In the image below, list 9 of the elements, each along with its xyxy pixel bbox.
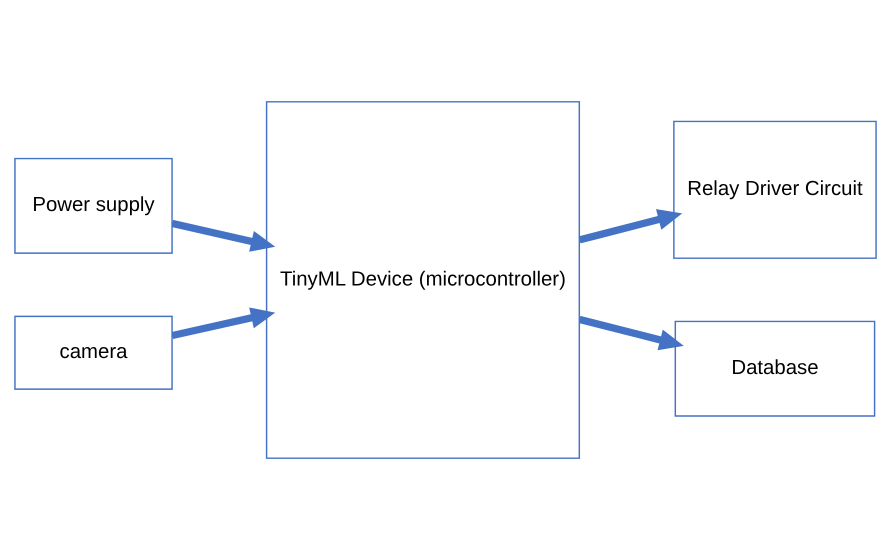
node-box: Database bbox=[674, 320, 876, 416]
arrow bbox=[172, 219, 276, 252]
node-box: camera bbox=[14, 315, 173, 390]
arrow bbox=[578, 315, 684, 350]
arrow bbox=[578, 208, 682, 243]
node-box: TinyML Device (microcontroller) bbox=[266, 100, 580, 458]
node-box: Power supply bbox=[14, 157, 173, 254]
arrow bbox=[172, 306, 276, 339]
node-box: Relay Driver Circuit bbox=[673, 120, 877, 258]
